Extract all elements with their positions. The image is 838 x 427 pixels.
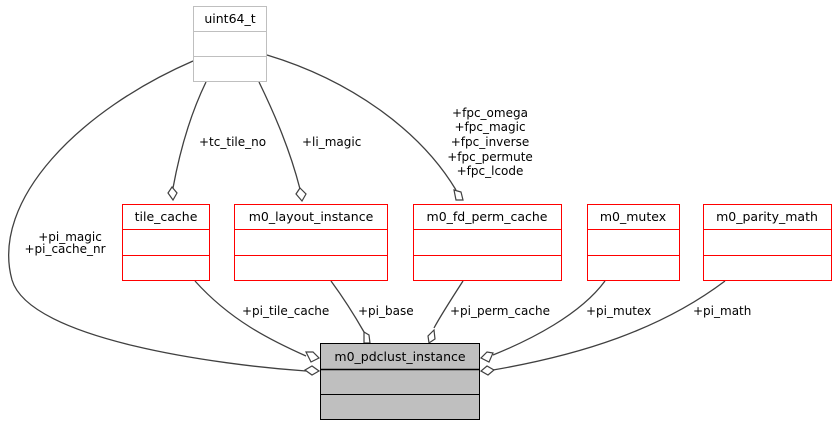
node-m0-layout-instance[interactable]: m0_layout_instance: [234, 204, 388, 281]
edge-mutex-to-pdclust: [492, 280, 606, 356]
label-li-magic: +li_magic: [302, 135, 361, 149]
diamond-tile-cache-icon: [167, 185, 178, 202]
node-m0-mutex[interactable]: m0_mutex: [587, 204, 680, 281]
label-pi-base: +pi_base: [358, 304, 414, 318]
node-m0-fd-perm-cache-title: m0_fd_perm_cache: [427, 209, 548, 224]
label-pi-mutex: +pi_mutex: [586, 304, 651, 318]
label-pi-perm-cache: +pi_perm_cache: [450, 304, 550, 318]
edge-uint64-to-pdclust: [8, 60, 307, 372]
node-uint64-t-title: uint64_t: [204, 11, 255, 26]
node-uint64-t[interactable]: uint64_t: [193, 6, 267, 82]
edge-uint64-to-layout-instance: [258, 81, 301, 190]
diamond-fd-perm-cache-icon: [453, 189, 464, 201]
node-m0-fd-perm-cache[interactable]: m0_fd_perm_cache: [413, 204, 562, 281]
edge-parity-math-to-pdclust: [492, 280, 726, 371]
edge-uint64-to-tile-cache: [172, 81, 207, 189]
label-fpc-magic: +fpc_magic: [454, 120, 525, 134]
diamond-pdclust-mutex-icon: [479, 351, 494, 363]
diamond-layout-instance-icon: [295, 187, 307, 203]
label-fpc-inverse: +fpc_inverse: [451, 135, 530, 149]
edge-uint64-to-fd-perm-cache: [266, 54, 457, 191]
aggregation-diamonds: [167, 185, 496, 376]
node-tile-cache-title: tile_cache: [135, 209, 198, 224]
node-m0-parity-math[interactable]: m0_parity_math: [703, 204, 832, 281]
diamond-pdclust-uint64-icon: [303, 365, 321, 376]
edge-tile-cache-to-pdclust: [194, 280, 307, 357]
edge-layout-instance-to-pdclust: [330, 280, 365, 333]
diamond-pdclust-perm-cache-icon: [427, 328, 436, 345]
node-tile-cache[interactable]: tile_cache: [122, 204, 210, 281]
node-m0-mutex-title: m0_mutex: [600, 209, 666, 224]
label-pi-cache-nr: +pi_cache_nr: [24, 242, 105, 256]
label-pi-tile-cache: +pi_tile_cache: [242, 304, 329, 318]
node-m0-pdclust-instance-title: m0_pdclust_instance: [334, 349, 465, 364]
diamond-pdclust-base-icon: [363, 330, 371, 344]
node-m0-pdclust-instance[interactable]: m0_pdclust_instance: [320, 343, 480, 420]
diamond-pdclust-tile-cache-icon: [305, 351, 321, 363]
diamond-pdclust-math-icon: [479, 365, 496, 376]
label-pi-math: +pi_math: [693, 304, 751, 318]
node-m0-parity-math-title: m0_parity_math: [716, 209, 818, 224]
label-tc-tile-no: +tc_tile_no: [199, 135, 266, 149]
edge-labels: +pi_magic +pi_cache_nr +tc_tile_no +li_m…: [24, 106, 751, 318]
edge-fd-perm-cache-to-pdclust: [433, 280, 464, 329]
label-pi-magic: +pi_magic: [38, 230, 102, 244]
node-m0-layout-instance-title: m0_layout_instance: [249, 209, 374, 224]
label-fpc-lcode: +fpc_lcode: [457, 164, 524, 178]
label-fpc-permute: +fpc_permute: [447, 150, 533, 164]
label-fpc-omega: +fpc_omega: [452, 106, 528, 120]
edges: [8, 54, 726, 372]
